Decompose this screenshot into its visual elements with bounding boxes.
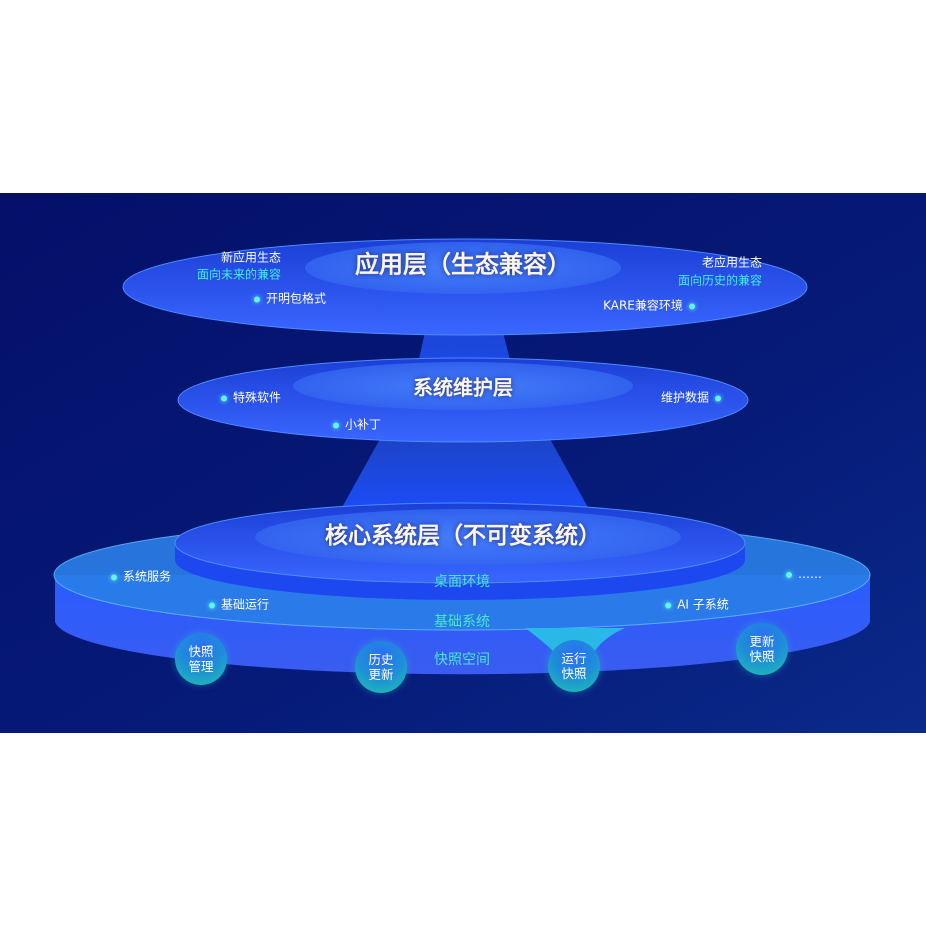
maintenance-layer-title: 系统维护层	[413, 375, 513, 400]
list-item: 系统服务	[105, 568, 171, 585]
old-app-ecosystem-label: 老应用生态	[701, 255, 763, 270]
base-system-label: 基础系统	[434, 614, 490, 630]
list-item: 开明包格式	[248, 290, 326, 307]
list-item: 小补丁	[327, 416, 381, 433]
bullet-icon	[220, 395, 227, 401]
list-item: 特殊软件	[215, 389, 281, 406]
bullet-icon	[208, 602, 215, 608]
list-item: ……	[780, 567, 822, 581]
update-snapshot-bubble: 更新 快照	[736, 623, 788, 675]
core-disc-inner	[255, 509, 681, 565]
bullet-icon	[332, 422, 339, 428]
beam-lower	[335, 430, 595, 520]
bullet-icon	[665, 602, 672, 608]
runtime-snapshot-bubble: 运行 快照	[548, 640, 600, 692]
core-layer-title: 核心系统层（不可变系统）	[325, 523, 601, 549]
bullet-icon	[110, 574, 117, 580]
new-app-ecosystem-sub: 面向未来的兼容	[196, 267, 282, 282]
history-update-bubble: 历史 更新	[355, 641, 407, 693]
list-item: 维护数据	[661, 389, 727, 406]
old-app-ecosystem-sub: 面向历史的兼容	[677, 273, 763, 288]
snapshot-management-bubble: 快照 管理	[175, 633, 227, 685]
list-item: KARE兼容环境	[603, 297, 701, 314]
desktop-environment-label: 桌面环境	[434, 574, 490, 590]
snapshot-space-label: 快照空间	[434, 652, 490, 668]
list-item: AI 子系统	[659, 596, 729, 613]
maintenance-disc-inner	[293, 362, 633, 410]
list-item: 基础运行	[203, 596, 269, 613]
app-disc-inner	[305, 242, 621, 294]
new-app-ecosystem-label: 新应用生态	[220, 250, 282, 265]
bullet-icon	[786, 571, 792, 578]
bullet-icon	[253, 296, 260, 302]
bullet-icon	[688, 303, 695, 309]
bullet-icon	[715, 395, 722, 401]
app-layer-title: 应用层（生态兼容）	[355, 250, 571, 279]
